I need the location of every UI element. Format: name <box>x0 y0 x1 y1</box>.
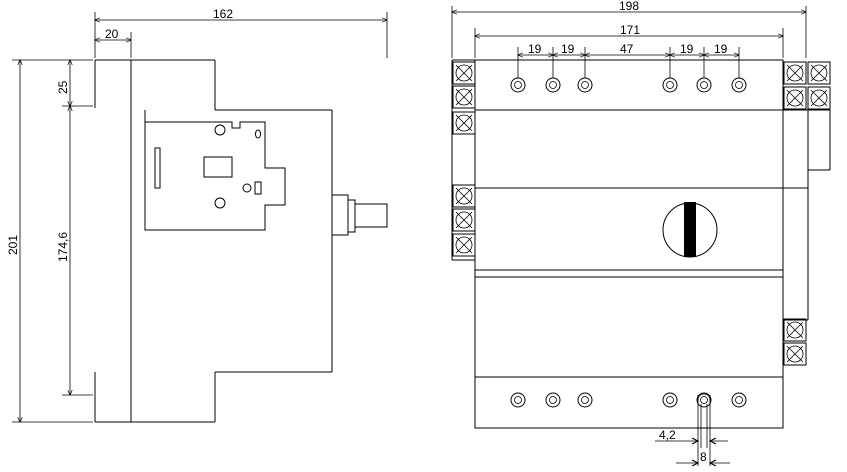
bottom-terminal-screws <box>510 392 747 408</box>
dim-label-pitch-4: 19 <box>714 42 728 56</box>
front-body-outline <box>451 59 831 429</box>
terminal-box <box>452 208 476 232</box>
bottom-slot <box>697 393 711 466</box>
terminal-box <box>783 86 807 110</box>
dim-label-pitch-2: 19 <box>561 42 575 56</box>
screw <box>545 392 561 408</box>
terminal-box <box>783 61 807 85</box>
dim-label-162: 162 <box>213 7 233 21</box>
screw <box>510 392 526 408</box>
dim-label-8: 8 <box>700 450 707 464</box>
dim-198: 198 <box>452 0 806 58</box>
dim-8: 8 <box>676 450 730 467</box>
dim-201: 201 <box>6 60 93 422</box>
dim-4-2: 4,2 <box>655 428 728 445</box>
terminal-box <box>452 111 476 135</box>
dim-label-198: 198 <box>619 0 639 13</box>
screw <box>731 77 747 93</box>
dim-label-25: 25 <box>56 80 70 94</box>
screw <box>510 77 526 93</box>
dim-label-pitch-center: 47 <box>620 42 634 56</box>
terminal-box <box>807 61 831 85</box>
terminal-box <box>452 184 476 208</box>
terminal-box <box>452 61 476 85</box>
dim-171: 171 <box>475 23 783 58</box>
side-body-outline <box>94 59 333 423</box>
dim-label-20: 20 <box>105 27 119 41</box>
terminal-box <box>807 86 831 110</box>
handle-bar <box>684 202 696 257</box>
terminal-box <box>452 233 476 257</box>
dim-label-201: 201 <box>6 235 20 255</box>
screw <box>696 392 712 408</box>
screw <box>662 392 678 408</box>
screw <box>577 77 593 93</box>
screw <box>662 77 678 93</box>
dim-20: 20 <box>95 27 131 58</box>
side-handle-shaft <box>331 194 388 236</box>
dim-label-174-6: 174,6 <box>56 232 70 262</box>
dim-label-171: 171 <box>620 23 640 37</box>
dim-label-4-2: 4,2 <box>659 428 676 442</box>
dim-25: 25 <box>56 60 93 106</box>
front-view: 198 171 19 19 47 19 19 <box>451 0 831 467</box>
dim-174-6: 174,6 <box>56 106 93 395</box>
dim-162: 162 <box>95 7 387 58</box>
screw <box>545 77 561 93</box>
screw <box>577 392 593 408</box>
rotary-handle <box>662 202 718 258</box>
terminal-blocks <box>452 61 831 366</box>
dim-label-pitch-3: 19 <box>680 42 694 56</box>
screw <box>696 77 712 93</box>
dim-label-pitch-1: 19 <box>528 42 542 56</box>
terminal-box <box>452 85 476 109</box>
side-view: 162 20 201 25 174,6 <box>6 7 387 422</box>
top-terminal-screws <box>510 77 747 93</box>
dim-pitch-row: 19 19 47 19 19 <box>518 42 739 78</box>
screw <box>731 392 747 408</box>
terminal-box <box>783 318 807 342</box>
side-mounting-plate <box>144 110 286 231</box>
terminal-box <box>783 342 807 366</box>
